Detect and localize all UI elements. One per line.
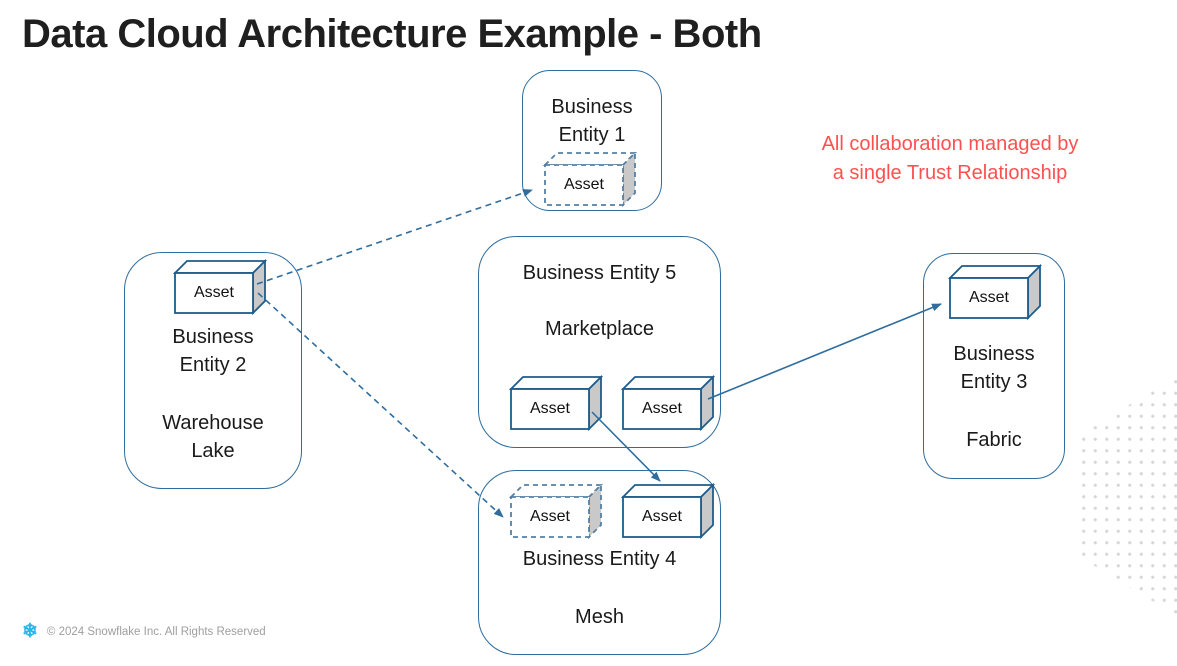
entity-name: Entity 2 xyxy=(179,354,247,376)
annotation-line: All collaboration managed by xyxy=(821,133,1079,155)
snowflake-logo-icon: ❄ xyxy=(22,621,38,642)
asset-cube-icon xyxy=(620,482,716,540)
asset-cube-icon xyxy=(542,150,638,208)
asset-box: Asset xyxy=(172,258,268,316)
page-title: Data Cloud Architecture Example - Both xyxy=(22,12,762,56)
asset-label: Asset xyxy=(641,508,682,525)
entity-business-entity-3: Asset Business Entity 3 Fabric xyxy=(923,253,1065,479)
asset-box: Asset xyxy=(508,374,604,432)
asset-label: Asset xyxy=(193,284,234,301)
asset-cube-icon xyxy=(508,482,604,540)
entity-name: Business Entity 5 xyxy=(522,262,677,284)
dot-pattern-decoration xyxy=(1078,376,1177,616)
asset-box: Asset xyxy=(947,263,1043,321)
asset-label: Asset xyxy=(529,508,570,525)
entity-subtitle: Fabric xyxy=(966,429,1022,451)
asset-label: Asset xyxy=(968,289,1009,306)
entity-subtitle: Marketplace xyxy=(545,318,654,340)
entity-name: Business xyxy=(953,343,1035,365)
entity-business-entity-2: Asset Business Entity 2 Warehouse Lake xyxy=(124,252,302,489)
entity-business-entity-5: Business Entity 5 Marketplace Asset Asse… xyxy=(478,236,721,448)
asset-box: Asset xyxy=(620,482,716,540)
entity-subtitle: Warehouse xyxy=(162,412,264,434)
solid-arrow-be5-to-be3 xyxy=(707,303,942,400)
entity-name: Business xyxy=(551,96,633,118)
entity-name: Business xyxy=(172,326,254,348)
asset-box-dashed: Asset xyxy=(542,150,638,208)
entity-name: Business Entity 4 xyxy=(522,548,677,570)
asset-box: Asset xyxy=(620,374,716,432)
asset-box-dashed: Asset xyxy=(508,482,604,540)
entity-business-entity-1: Business Entity 1 Asset xyxy=(522,70,662,211)
entity-subtitle: Mesh xyxy=(575,606,624,628)
entity-subtitle: Lake xyxy=(191,440,235,462)
asset-label: Asset xyxy=(529,400,570,417)
entity-name: Entity 3 xyxy=(960,371,1028,393)
asset-label: Asset xyxy=(641,400,682,417)
trust-relationship-annotation: All collaboration managed by a single Tr… xyxy=(785,130,1115,188)
asset-cube-icon xyxy=(947,263,1043,321)
entity-name: Entity 1 xyxy=(558,124,626,146)
footer: ❄ © 2024 Snowflake Inc. All Rights Reser… xyxy=(22,622,266,642)
annotation-line: a single Trust Relationship xyxy=(832,162,1068,184)
copyright-text: © 2024 Snowflake Inc. All Rights Reserve… xyxy=(46,626,266,638)
asset-label: Asset xyxy=(563,176,604,193)
entity-business-entity-4: Asset Asset Business Entity 4 Mesh xyxy=(478,470,721,655)
